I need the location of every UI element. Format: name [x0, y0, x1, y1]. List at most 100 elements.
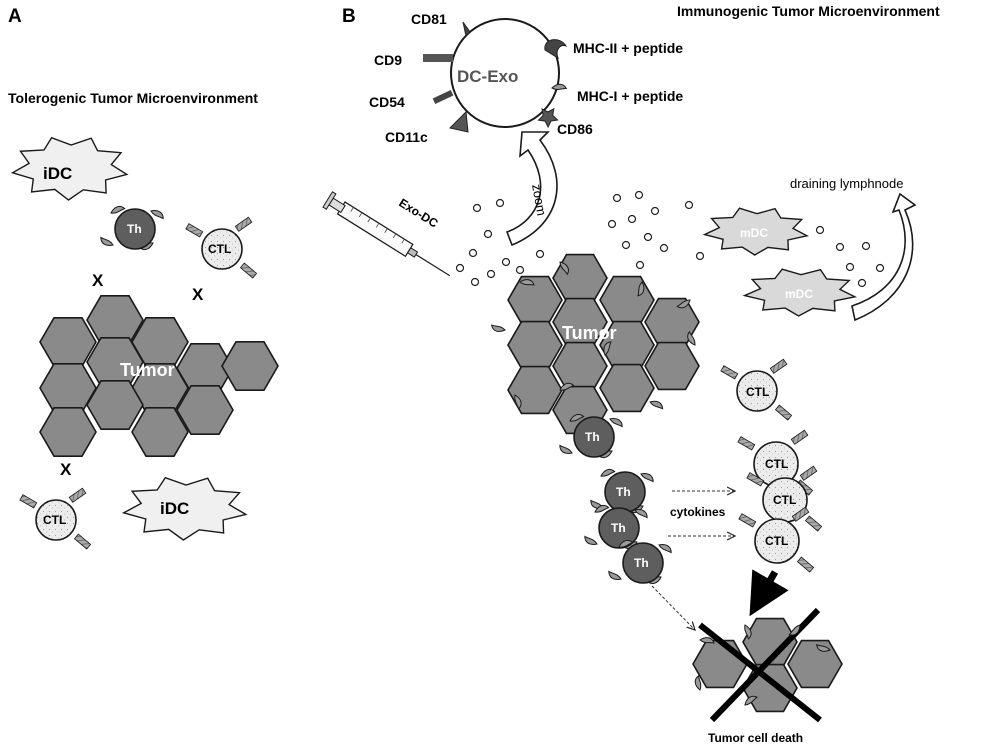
panel-a-idc-top-label: iDC: [43, 164, 72, 183]
dead-receptor-2-shape: [744, 624, 752, 640]
exosome-dot-15: [621, 240, 631, 250]
th-b-4-rec-2: [658, 544, 672, 554]
cd54-receptor: [432, 90, 454, 104]
cd81-receptor: [462, 21, 471, 38]
panel-a-idc-bottom: [121, 476, 248, 541]
tumor-b-receptor-4: [676, 299, 691, 309]
panel-b-tumor-hex-10: [644, 341, 700, 391]
ctl-b-3-receptor-3: [746, 472, 765, 487]
syringe-tick-1: [350, 207, 354, 212]
ctl-label-3: CTL: [773, 493, 796, 507]
dead-hex-4: [787, 639, 843, 689]
lymph-arrow-shape: [851, 192, 917, 322]
th-b-3-rec-1: [594, 504, 610, 513]
th-b-3-rec-2-shape: [634, 509, 648, 519]
cd11c-receptor: [449, 110, 469, 133]
dead-receptor-1-shape: [699, 637, 715, 644]
syringe-tick-7: [401, 238, 405, 244]
tumor-b-receptor-3: [637, 281, 645, 297]
cd86-receptor: [537, 107, 559, 129]
mhc2-receptor: [544, 39, 568, 60]
panel-a-th-rec-3-shape: [100, 236, 114, 246]
dead-receptor-3-shape: [788, 624, 801, 636]
ctl-label-1: CTL: [746, 385, 769, 399]
marker-mhc1: MHC-I + peptide: [577, 88, 683, 104]
marker-cd9: CD9: [374, 52, 402, 68]
th-label-3: Th: [611, 521, 626, 535]
exosome-dot-5: [455, 263, 465, 273]
syringe-tick-3: [367, 217, 371, 223]
th-b-1-rec-2: [609, 418, 623, 428]
syringe-needle: [415, 254, 451, 277]
syringe-body-group: [322, 191, 451, 277]
panel-a-ctl-bottom-receptor-3: [19, 494, 38, 509]
panel-b-tumor-hex-4: [507, 275, 563, 325]
mdc-2-label: mDC: [785, 287, 813, 301]
dead-receptor-6: [744, 695, 759, 706]
panel-b-tumor-hex-2: [599, 275, 655, 325]
ctl-b-1-receptor-2: [774, 404, 793, 421]
mdc-1-label: mDC: [740, 226, 768, 240]
panel-a-idc-bottom-label: iDC: [160, 499, 189, 518]
panel-b-t-cells: [559, 358, 823, 585]
syringe-thumb: [322, 191, 337, 210]
exosome-dot-16: [643, 232, 653, 242]
ctl-b-1-body: [736, 370, 778, 412]
syringe-hub: [406, 247, 419, 258]
dead-receptor-3: [788, 624, 801, 636]
exosome-dot-25: [875, 263, 885, 273]
th-b-3-rec-1-shape: [594, 504, 610, 513]
lymphnode-label: draining lymphnode: [790, 176, 903, 191]
panel-a-tumor-hex-8: [39, 406, 97, 458]
death-cross-2: [709, 607, 821, 723]
panel-a-th-rec-1: [110, 205, 126, 214]
zoom-arrow: [505, 131, 558, 247]
exosome-dots: [455, 190, 885, 288]
syringe-icon: [322, 191, 451, 277]
ctl-label-4: CTL: [765, 534, 788, 548]
exosome-dot-9: [515, 265, 525, 275]
th-b-3-rec-3-shape: [584, 535, 598, 545]
th-label-1: Th: [585, 430, 600, 444]
exosome-membrane: [450, 18, 560, 128]
th-label-4: Th: [634, 556, 649, 570]
panel-a-ctl-bottom-receptor-1: [68, 487, 87, 503]
th-b-1-rec-3: [559, 444, 573, 454]
marker-cd81: CD81: [411, 11, 447, 27]
panel-a-ctl-bottom-receptor-2: [73, 533, 92, 550]
panel-a-letter: A: [8, 6, 22, 27]
syringe-tick-6: [392, 233, 397, 239]
exosome-dot-23: [845, 262, 855, 272]
ctl-b-3-receptor-2: [804, 515, 823, 532]
panel-a-th-label: Th: [127, 222, 142, 236]
panel-a: A Tolerogenic Tumor Microenvironment Tum…: [8, 6, 279, 550]
mdc-1-shape: [702, 207, 810, 256]
th-b-1-rec-1-shape: [569, 413, 585, 422]
exosome-dot-3: [483, 229, 493, 239]
ctl-b-2-receptor-1: [790, 429, 809, 445]
ctl-b-1-receptor-3: [720, 365, 739, 380]
marker-cd54: CD54: [369, 94, 405, 110]
exosome-dot-12: [607, 219, 617, 229]
ctl-b-4-receptor-3: [738, 513, 757, 528]
syringe-tick-5: [384, 228, 388, 233]
panel-b-letter: B: [342, 6, 356, 27]
dead-receptor-5: [694, 674, 702, 691]
ctl-label-2: CTL: [765, 457, 788, 471]
block-mark-3: X: [60, 460, 72, 479]
cytokines-label: cytokines: [670, 505, 726, 519]
dc-exosome: [423, 18, 568, 133]
panel-a-idc-top: [10, 136, 129, 201]
exosome-dot-22: [835, 242, 845, 252]
exosome-dot-7: [486, 269, 496, 279]
th-b-2-rec-2-shape: [640, 473, 654, 483]
panel-a-ctl-top: [185, 216, 258, 279]
tumor-b-receptor-6-shape: [687, 330, 696, 346]
panel-b-tumor-hex-11: [507, 365, 563, 415]
tumor-b-receptor-8: [559, 382, 575, 391]
th-b-4-body: [622, 542, 664, 584]
ctl-b-3-receptor-1: [799, 465, 818, 481]
panel-b-tumor-hex-9: [599, 363, 655, 413]
panel-a-tumor-cluster: [39, 294, 279, 458]
panel-b-title: Immunogenic Tumor Microenvironment: [677, 3, 940, 19]
